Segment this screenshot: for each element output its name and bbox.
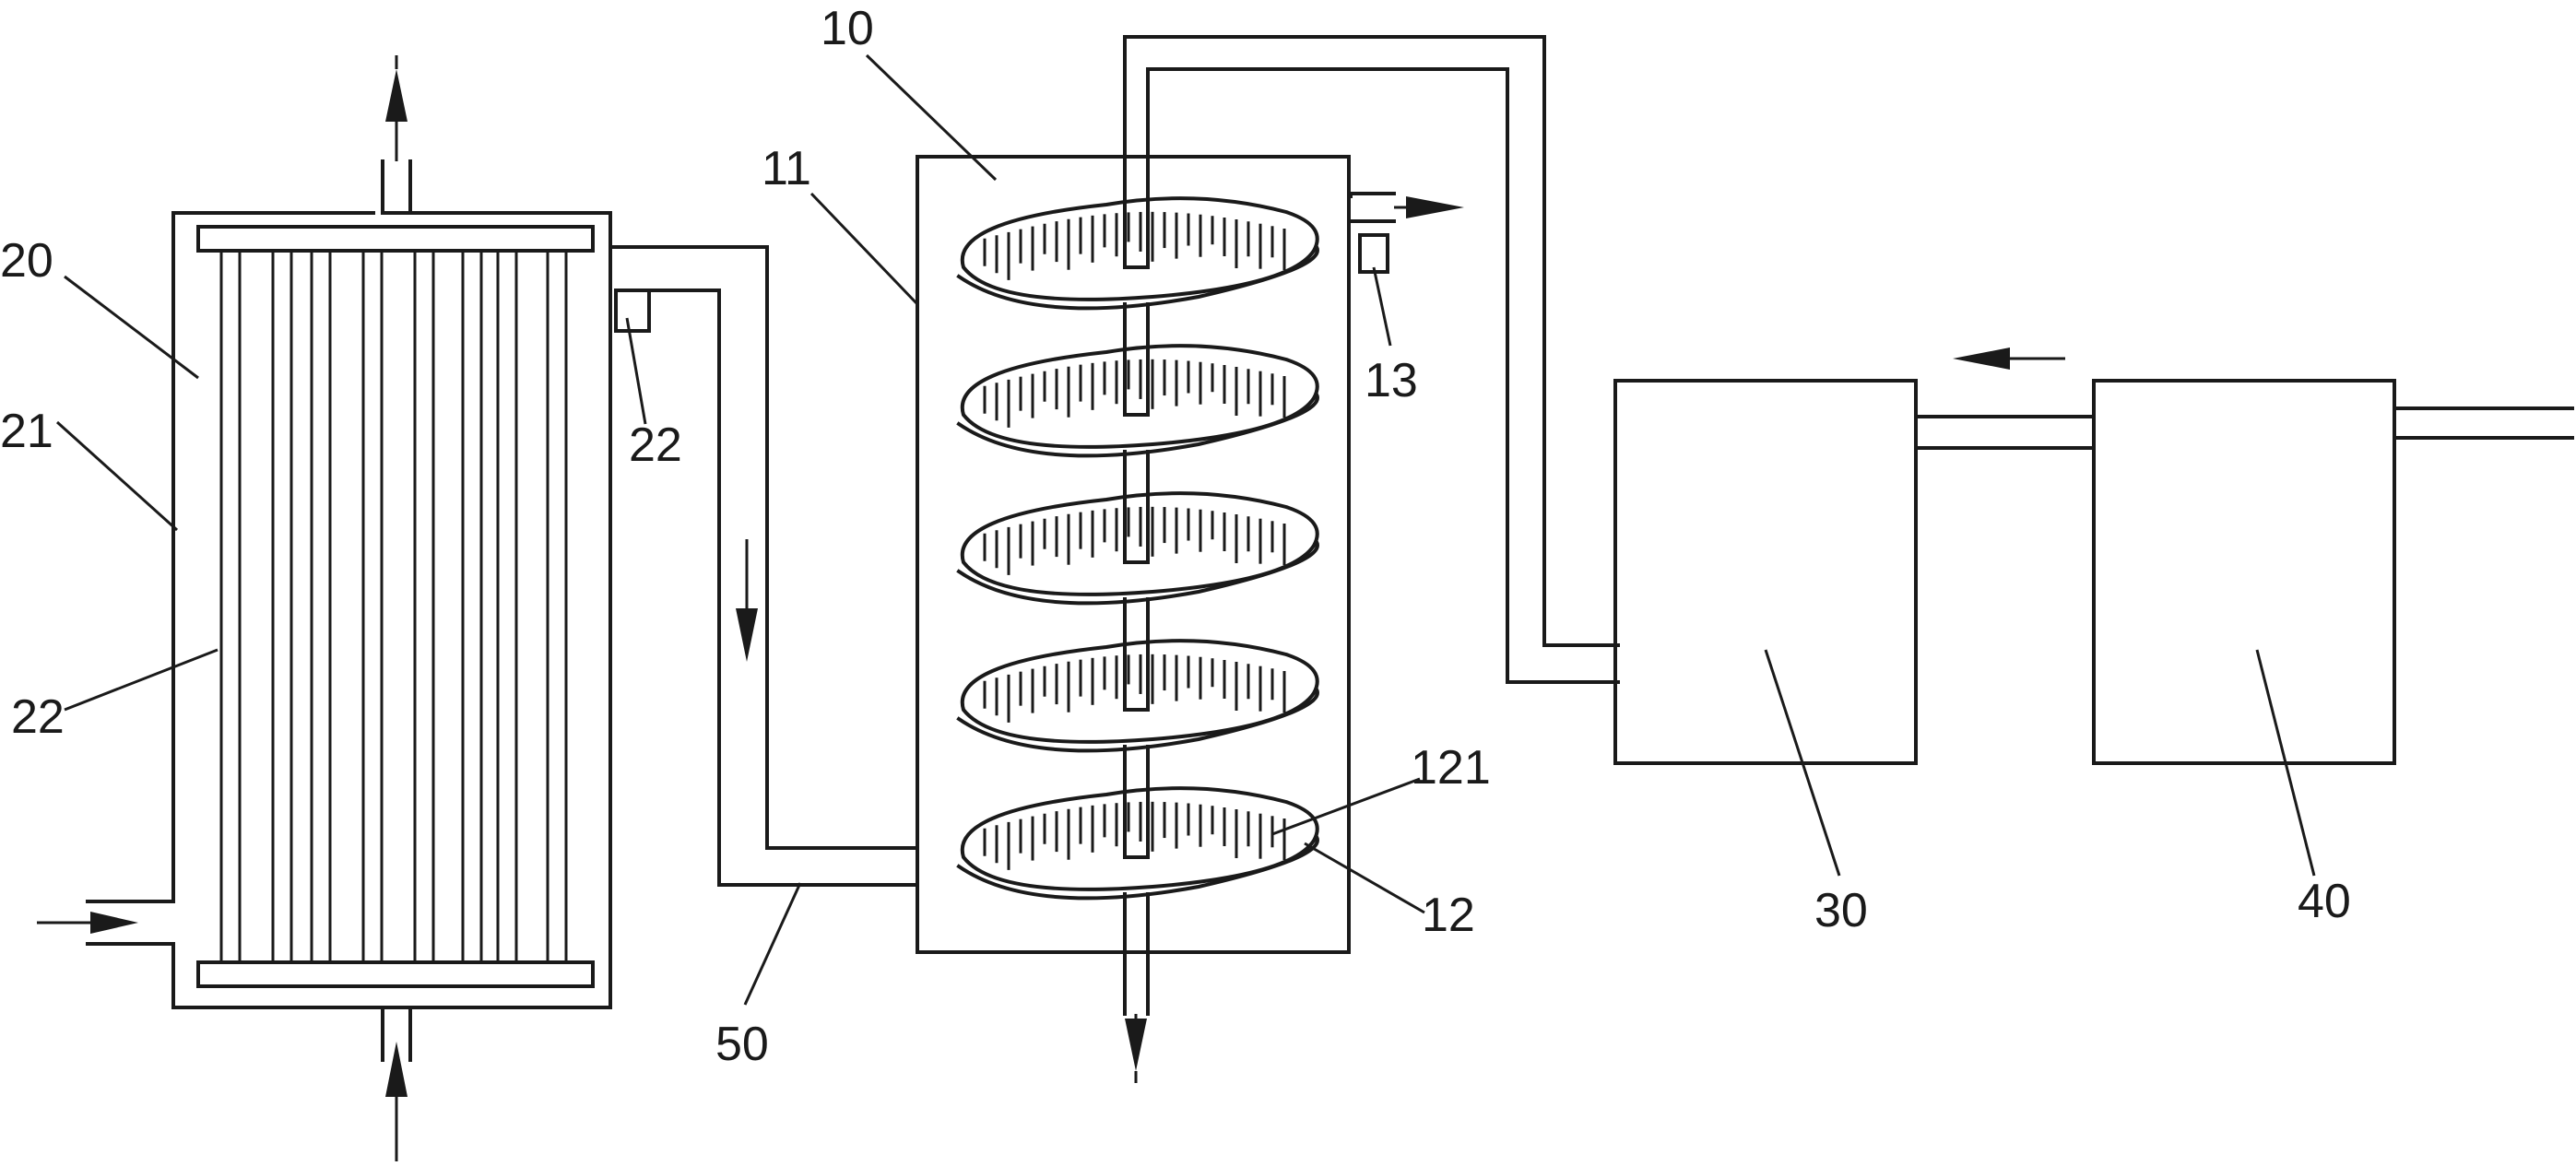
label-spiral-plate: 12	[1422, 889, 1475, 942]
shaft-stub	[1123, 514, 1150, 564]
leader-10	[865, 53, 998, 182]
plate-blade	[960, 786, 1319, 891]
label-heat-exchanger: 20	[0, 234, 53, 288]
label-tube-bundle: 22	[11, 690, 65, 744]
plate-rim	[956, 834, 1319, 901]
heat-exchanger	[37, 55, 612, 1161]
spiral-plate-stack	[956, 196, 1319, 954]
plate-rim	[956, 244, 1319, 311]
side-inlet-arrow-icon	[90, 912, 138, 934]
leader-40	[2255, 649, 2316, 877]
pipe-inner	[634, 289, 919, 887]
plate-blade	[960, 196, 1319, 301]
leader-20	[64, 275, 199, 380]
leader-121	[1271, 777, 1421, 836]
plate-rim	[956, 392, 1319, 458]
connecting-pipe	[609, 245, 919, 887]
shaft-stub	[1123, 367, 1150, 417]
leader-22-probe	[625, 317, 647, 425]
process-units	[1613, 347, 2574, 765]
plate-blade	[960, 639, 1319, 744]
label-unit-40: 40	[2298, 875, 2351, 928]
spiral-plate-3	[956, 491, 1319, 606]
plate-rim	[956, 539, 1319, 606]
outlet-nozzle	[1347, 192, 1396, 223]
leader-22-left	[64, 648, 219, 712]
tube-sheet-bottom	[196, 960, 595, 988]
spiral-plate-2	[956, 344, 1319, 458]
labels: 20 21 22 22 50 11 10 13 121 12 30 40	[0, 2, 2351, 1071]
reactor-wall	[916, 155, 1351, 954]
shaft-stub	[1123, 219, 1150, 269]
feed-pipe	[1123, 35, 1620, 684]
tube-sheet-top	[196, 225, 595, 253]
leader-30	[1764, 649, 1841, 877]
spiral-plate-5	[956, 786, 1319, 901]
bottom-inlet-arrow-icon	[385, 1042, 408, 1097]
label-reactor: 10	[821, 2, 874, 55]
label-connecting-pipe: 50	[715, 1018, 769, 1071]
label-outlet-probe: 13	[1365, 354, 1418, 407]
unit-40-box	[2092, 379, 2396, 765]
top-outlet-arrow-icon	[385, 69, 408, 122]
leader-12	[1304, 842, 1425, 914]
outlet-probe	[1358, 233, 1389, 274]
outlet-arrow-icon	[1406, 196, 1464, 218]
tube-bundle	[219, 251, 568, 962]
leader-lines	[55, 53, 2316, 1006]
link-pipe	[1914, 415, 2096, 450]
label-unit-30: 30	[1814, 884, 1868, 937]
leader-21	[55, 420, 179, 532]
spiral-plate-1	[956, 196, 1319, 311]
label-reactor-wall: 11	[762, 142, 811, 195]
bottom-nozzle	[381, 1006, 412, 1062]
bottom-outlet-arrow-icon	[1125, 1019, 1147, 1071]
shaft-stub	[1123, 662, 1150, 712]
probe-box-left	[614, 289, 651, 333]
label-probe-left: 22	[629, 418, 682, 472]
exchanger-shell	[86, 211, 612, 1009]
shaft-stub	[1123, 809, 1150, 859]
label-plate-fin: 121	[1411, 741, 1491, 795]
flow-arrow-icon	[1953, 347, 2010, 370]
bottom-outlet	[1123, 950, 1150, 1016]
plate-blade	[960, 491, 1319, 596]
label-exchanger-shell: 21	[0, 405, 53, 458]
reactor	[916, 35, 1620, 1083]
down-arrow-icon	[736, 608, 758, 662]
leader-13	[1372, 266, 1392, 347]
pipe-outer	[609, 245, 919, 850]
plate-rim	[956, 687, 1319, 753]
leader-50	[743, 882, 802, 1006]
plate-blade	[960, 344, 1319, 449]
feed-line	[2393, 406, 2574, 440]
unit-30-box	[1613, 379, 1918, 765]
top-nozzle	[381, 159, 412, 215]
spiral-plate-4	[956, 639, 1319, 753]
leader-11	[809, 192, 919, 306]
